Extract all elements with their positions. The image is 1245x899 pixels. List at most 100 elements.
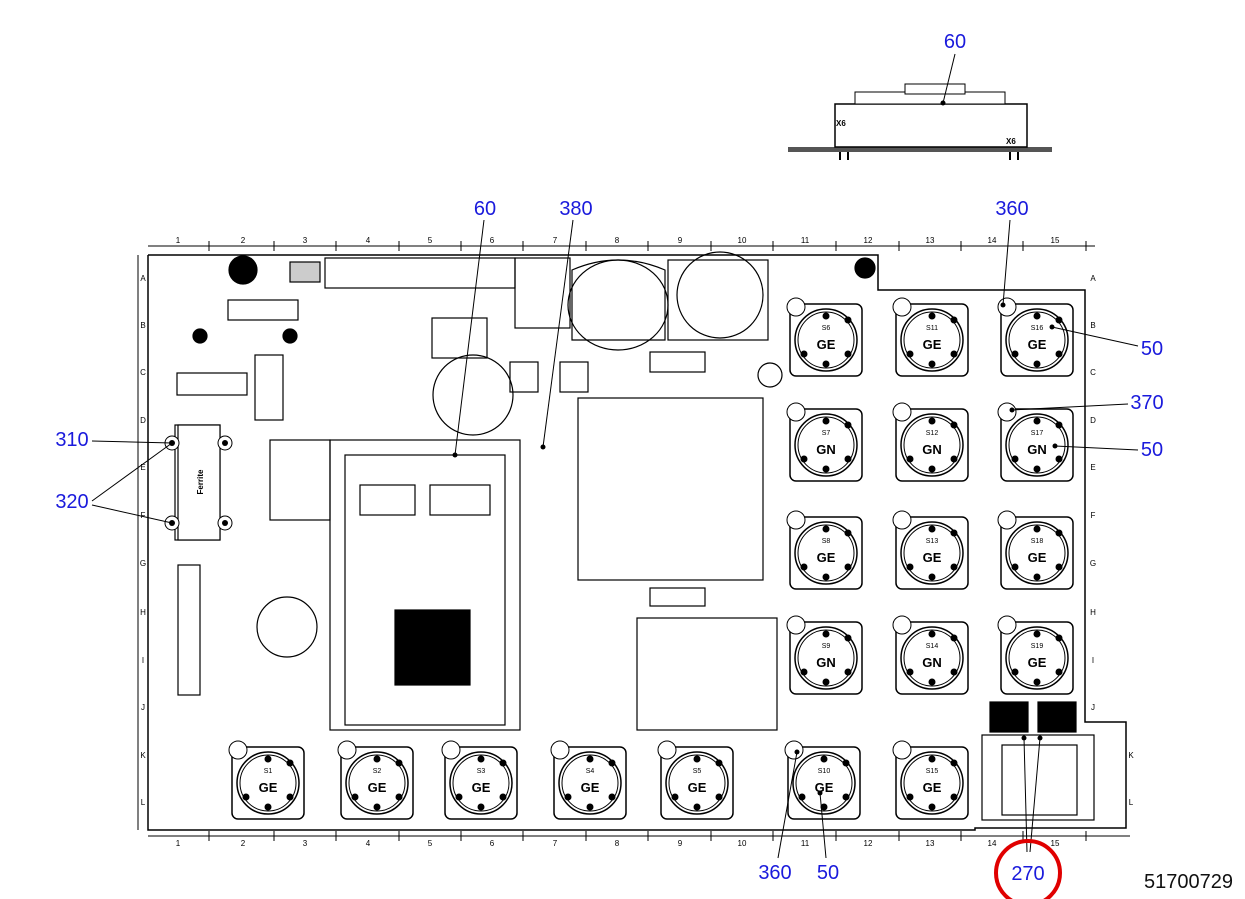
relay-color-code: GN <box>922 655 942 670</box>
leader-dot <box>540 444 546 450</box>
grid-row-label: C <box>140 368 146 377</box>
grid-column-label: 5 <box>428 839 433 848</box>
relay-id: S9 <box>822 643 831 650</box>
relay-color-code: GN <box>816 442 836 457</box>
grid-row-label: D <box>1090 416 1096 425</box>
relay-id: S8 <box>822 538 831 545</box>
grid-row-label: E <box>1090 463 1095 472</box>
grid-column-label: 1 <box>176 236 181 245</box>
relay-id: S10 <box>818 768 831 775</box>
relay-color-code: GE <box>368 780 387 795</box>
grid-column-label: 11 <box>801 236 810 245</box>
callout-270: 270 <box>994 735 1062 899</box>
grid-row-label: H <box>140 608 146 617</box>
grid-row-label: B <box>140 321 145 330</box>
leader-line <box>1054 445 1139 451</box>
grid-column-label: 14 <box>988 236 997 245</box>
leader-dot <box>1009 407 1015 413</box>
grid-column-label: 2 <box>241 236 246 245</box>
grid-row-label: L <box>1129 798 1134 807</box>
relay-id: S5 <box>693 768 702 775</box>
grid-column-label: 4 <box>366 839 371 848</box>
relay-id: S2 <box>373 768 382 775</box>
callout-370: 370 <box>1009 392 1164 414</box>
leader-dot <box>1021 735 1027 741</box>
relay-id: S14 <box>926 643 939 650</box>
grid-column-label: 9 <box>678 839 683 848</box>
grid-column-label: 3 <box>303 839 308 848</box>
grid-column-label: 1 <box>176 839 181 848</box>
relay-id: S4 <box>586 768 595 775</box>
relay-color-code: GE <box>581 780 600 795</box>
grid-labels: 1122334455667788991010111112121313141415… <box>140 236 1134 848</box>
callout-label: 320 <box>55 491 88 513</box>
grid-column-label: 13 <box>926 236 935 245</box>
relay-sockets: S6GES7GNS8GES9GNS11GES12GNS13GES14GNS16G… <box>228 297 1074 820</box>
leader-dot <box>1052 443 1058 449</box>
callout-label: 50 <box>1141 338 1163 360</box>
ferrite-label: Ferrite <box>196 469 205 494</box>
relay-id: S1 <box>264 768 273 775</box>
grid-column-label: 5 <box>428 236 433 245</box>
relay-id: S15 <box>926 768 939 775</box>
callout-label: 60 <box>474 198 496 220</box>
grid-row-label: K <box>1128 751 1134 760</box>
grid-column-label: 2 <box>241 839 246 848</box>
grid-row-label: L <box>141 798 146 807</box>
relay-color-code: GE <box>923 780 942 795</box>
grid-row-label: G <box>1090 559 1096 568</box>
relay-color-code: GN <box>922 442 942 457</box>
grid-column-label: 15 <box>1051 839 1060 848</box>
leader-dot <box>794 749 800 755</box>
callout-label: 360 <box>758 862 791 884</box>
relay-color-code: GE <box>259 780 278 795</box>
grid-row-label: H <box>1090 608 1096 617</box>
side-view-label: X6 <box>836 119 846 128</box>
grid-row-label: A <box>1090 274 1096 283</box>
relay-id: S16 <box>1031 325 1044 332</box>
leader-dot <box>1049 324 1055 330</box>
callout-50: 50 <box>817 790 839 884</box>
side-view-label: X6 <box>1006 137 1016 146</box>
grid-row-label: E <box>140 463 145 472</box>
relay-color-code: GE <box>923 337 942 352</box>
drawing-number: 51700729 <box>1144 871 1233 893</box>
callout-320: 320 <box>55 440 175 526</box>
relay-id: S6 <box>822 325 831 332</box>
leader-dot <box>169 440 175 446</box>
callout-360: 360 <box>758 749 800 884</box>
callout-label: 50 <box>1141 439 1163 461</box>
grid-column-label: 12 <box>864 839 873 848</box>
leader-line <box>819 792 827 859</box>
relay-id: S18 <box>1031 538 1044 545</box>
grid-column-label: 4 <box>366 236 371 245</box>
grid-column-label: 11 <box>801 839 810 848</box>
relay-id: S13 <box>926 538 939 545</box>
leader-dot <box>169 520 175 526</box>
relay-id: S11 <box>926 325 938 332</box>
leader-line <box>1011 403 1129 411</box>
callout-50: 50 <box>1052 439 1163 461</box>
callout-310: 310 <box>55 429 175 451</box>
callout-label: 360 <box>995 198 1028 220</box>
leader-line <box>1023 737 1028 853</box>
grid-row-label: D <box>140 416 146 425</box>
relay-color-code: GE <box>923 550 942 565</box>
relay-color-code: GE <box>1028 337 1047 352</box>
leader-line <box>1002 219 1011 306</box>
leader-line <box>542 219 574 448</box>
highlight-circle <box>994 839 1062 899</box>
grid-row-label: B <box>1090 321 1095 330</box>
leader-line <box>91 440 173 444</box>
